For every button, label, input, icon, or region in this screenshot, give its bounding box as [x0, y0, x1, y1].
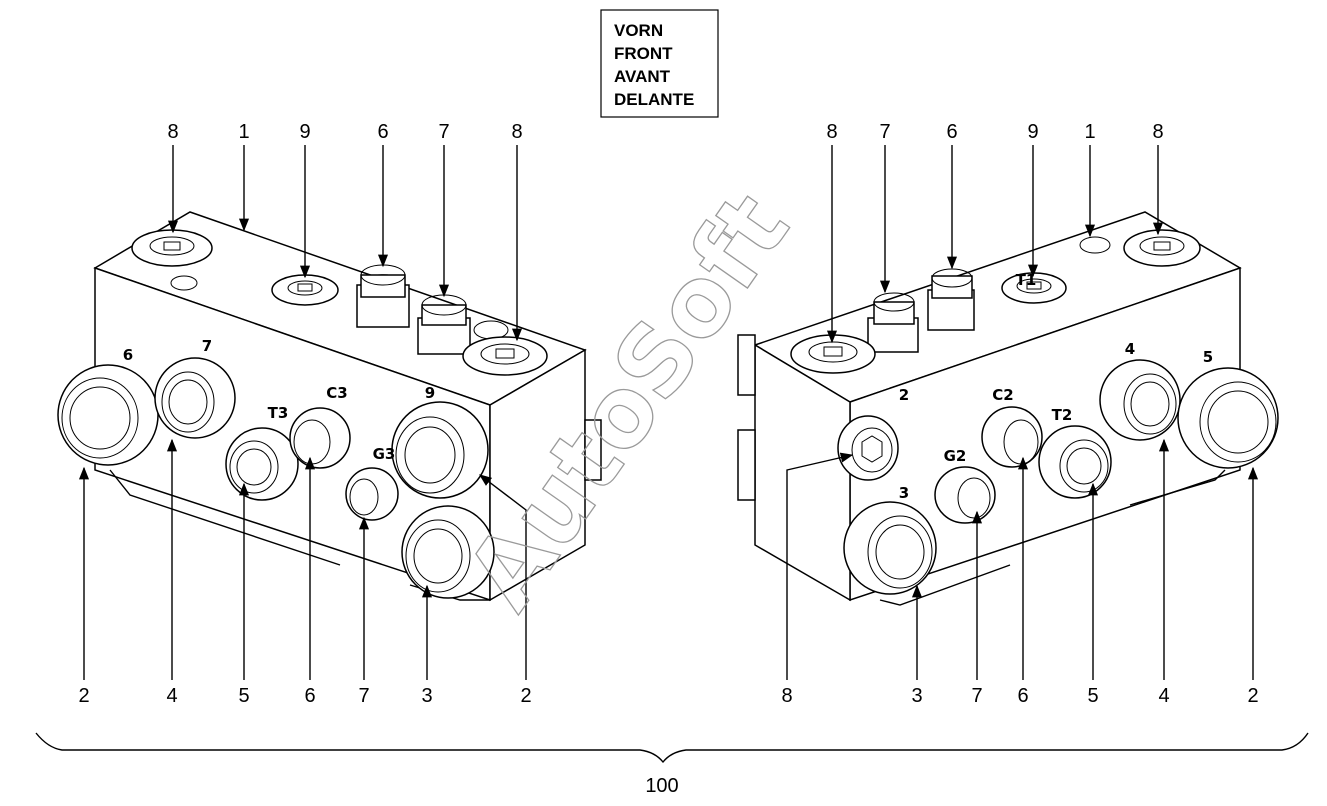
- right-bottom-callout-3: 7: [971, 685, 982, 707]
- left-top-plug-1: [131, 229, 213, 267]
- right-mark-4: 4: [1125, 340, 1135, 358]
- right-bottom-callout-1: 8: [781, 685, 792, 707]
- left-port-t3: [225, 427, 299, 501]
- left-top-callout-2: 1: [238, 121, 249, 143]
- left-callouts: 8 1 9 6 7 8 2 4 5 6 7 3 2: [78, 121, 531, 707]
- left-mark-g3: G3: [373, 445, 396, 463]
- left-top-callout-1: 8: [167, 121, 178, 143]
- right-port-4: [1099, 359, 1181, 441]
- left-mark-6: 6: [123, 346, 133, 364]
- left-bottom-callout-3: 5: [238, 685, 249, 707]
- left-port-7: [154, 357, 236, 439]
- direction-line-delante: DELANTE: [614, 90, 694, 109]
- left-port-3: [401, 505, 495, 599]
- left-port-c3: [289, 407, 351, 469]
- right-port-large-5: [1177, 367, 1279, 469]
- left-top-fitting-6: [356, 264, 410, 328]
- left-bottom-callout-2: 4: [166, 685, 177, 707]
- right-top-callout-3: 6: [946, 121, 957, 143]
- left-top-callout-3: 9: [299, 121, 310, 143]
- left-leaders: [78, 145, 527, 680]
- right-top-callout-1: 8: [826, 121, 837, 143]
- direction-line-avant: AVANT: [614, 67, 671, 86]
- right-bottom-callout-6: 4: [1158, 685, 1169, 707]
- right-valve-block: 2 C2 T2 4 5 G2 3 T1: [737, 211, 1279, 606]
- right-top-plug-8: [790, 334, 876, 374]
- left-bottom-callout-6: 3: [421, 685, 432, 707]
- right-top-plug-1: [1123, 229, 1201, 267]
- right-top-fitting-7: [867, 292, 919, 353]
- left-top-fitting-7: [417, 294, 471, 355]
- right-top-fitting-6: [927, 268, 975, 331]
- left-bottom-callout-4: 6: [304, 685, 315, 707]
- right-mark-3: 3: [899, 484, 909, 502]
- right-port-c2: [981, 406, 1043, 468]
- left-port-large-6: [57, 364, 159, 466]
- right-mark-t2: T2: [1052, 406, 1073, 424]
- right-callouts: 8 7 6 9 1 8 8 3 7 6 5 4 2: [781, 121, 1258, 707]
- right-mark-c2: C2: [992, 386, 1013, 404]
- right-port-g2: [934, 466, 996, 524]
- direction-line-front: FRONT: [614, 44, 673, 63]
- left-top-callout-4: 6: [377, 121, 388, 143]
- left-mark-t3: T3: [268, 404, 289, 422]
- right-bottom-callout-7: 2: [1247, 685, 1258, 707]
- left-mark-7: 7: [202, 337, 212, 355]
- assembly-brace: [35, 732, 1309, 764]
- left-mark-9: 9: [425, 384, 435, 402]
- right-top-callout-6: 8: [1152, 121, 1163, 143]
- left-top-plug-3: [462, 336, 548, 376]
- right-port-3: [843, 501, 937, 595]
- direction-line-vorn: VORN: [614, 21, 663, 40]
- right-mark-2: 2: [899, 386, 909, 404]
- right-mark-g2: G2: [944, 447, 967, 465]
- right-top-callout-2: 7: [879, 121, 890, 143]
- right-port-t2: [1038, 425, 1112, 499]
- left-top-callout-6: 8: [511, 121, 522, 143]
- right-leaders: [786, 145, 1259, 680]
- right-bottom-callout-4: 6: [1017, 685, 1028, 707]
- direction-box: VORN FRONT AVANT DELANTE: [600, 9, 719, 118]
- left-top-plug-2: [271, 274, 339, 306]
- left-bottom-callout-7: 2: [520, 685, 531, 707]
- left-valve-block: 6 7 T3 C3 G3 9: [57, 211, 602, 602]
- right-top-callout-5: 1: [1084, 121, 1095, 143]
- left-port-9: [391, 401, 489, 499]
- right-bottom-callout-2: 3: [911, 685, 922, 707]
- left-bottom-callout-5: 7: [358, 685, 369, 707]
- left-top-callout-5: 7: [438, 121, 449, 143]
- right-bottom-callout-5: 5: [1087, 685, 1098, 707]
- left-mark-c3: C3: [326, 384, 347, 402]
- left-bottom-callout-1: 2: [78, 685, 89, 707]
- right-port-2-plug: [837, 415, 899, 481]
- left-port-g3: [345, 467, 399, 521]
- assembly-number: 100: [645, 775, 678, 797]
- right-top-callout-4: 9: [1027, 121, 1038, 143]
- right-mark-5: 5: [1203, 348, 1213, 366]
